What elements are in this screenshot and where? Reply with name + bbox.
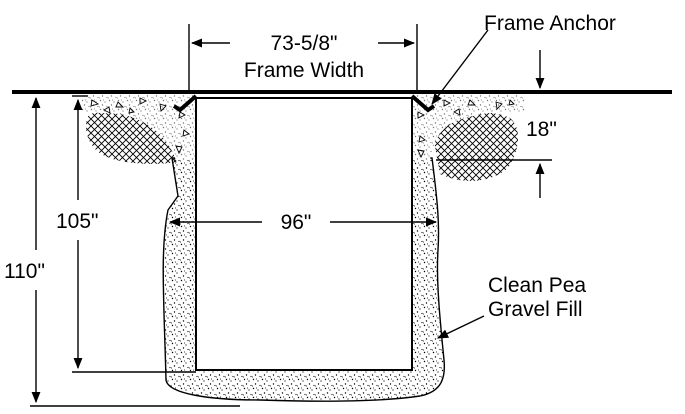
- slab-depth-label: 18": [526, 118, 557, 141]
- gravel-fill-label-line1: Clean Pea: [488, 274, 586, 297]
- chamber-body: [195, 97, 413, 371]
- frame-width-caption-label: Frame Width: [244, 59, 364, 82]
- frame-width-value-label: 73-5/8": [271, 32, 338, 55]
- frame-anchor-right: [410, 94, 436, 113]
- frame-anchor-left: [172, 94, 198, 113]
- inner-depth-label: 105": [56, 210, 99, 233]
- frame-anchor-leader: [431, 29, 489, 105]
- concrete-slab-left: [82, 94, 196, 160]
- gravel-fill-label-line2: Gravel Fill: [488, 298, 583, 321]
- soil-right: [432, 112, 519, 181]
- frame-anchor-label: Frame Anchor: [484, 12, 616, 35]
- overall-depth-label: 110": [4, 260, 45, 283]
- concrete-slab-right: [412, 94, 525, 160]
- chamber-width-label: 96": [281, 211, 312, 234]
- gravel-fill-leader: [436, 315, 485, 339]
